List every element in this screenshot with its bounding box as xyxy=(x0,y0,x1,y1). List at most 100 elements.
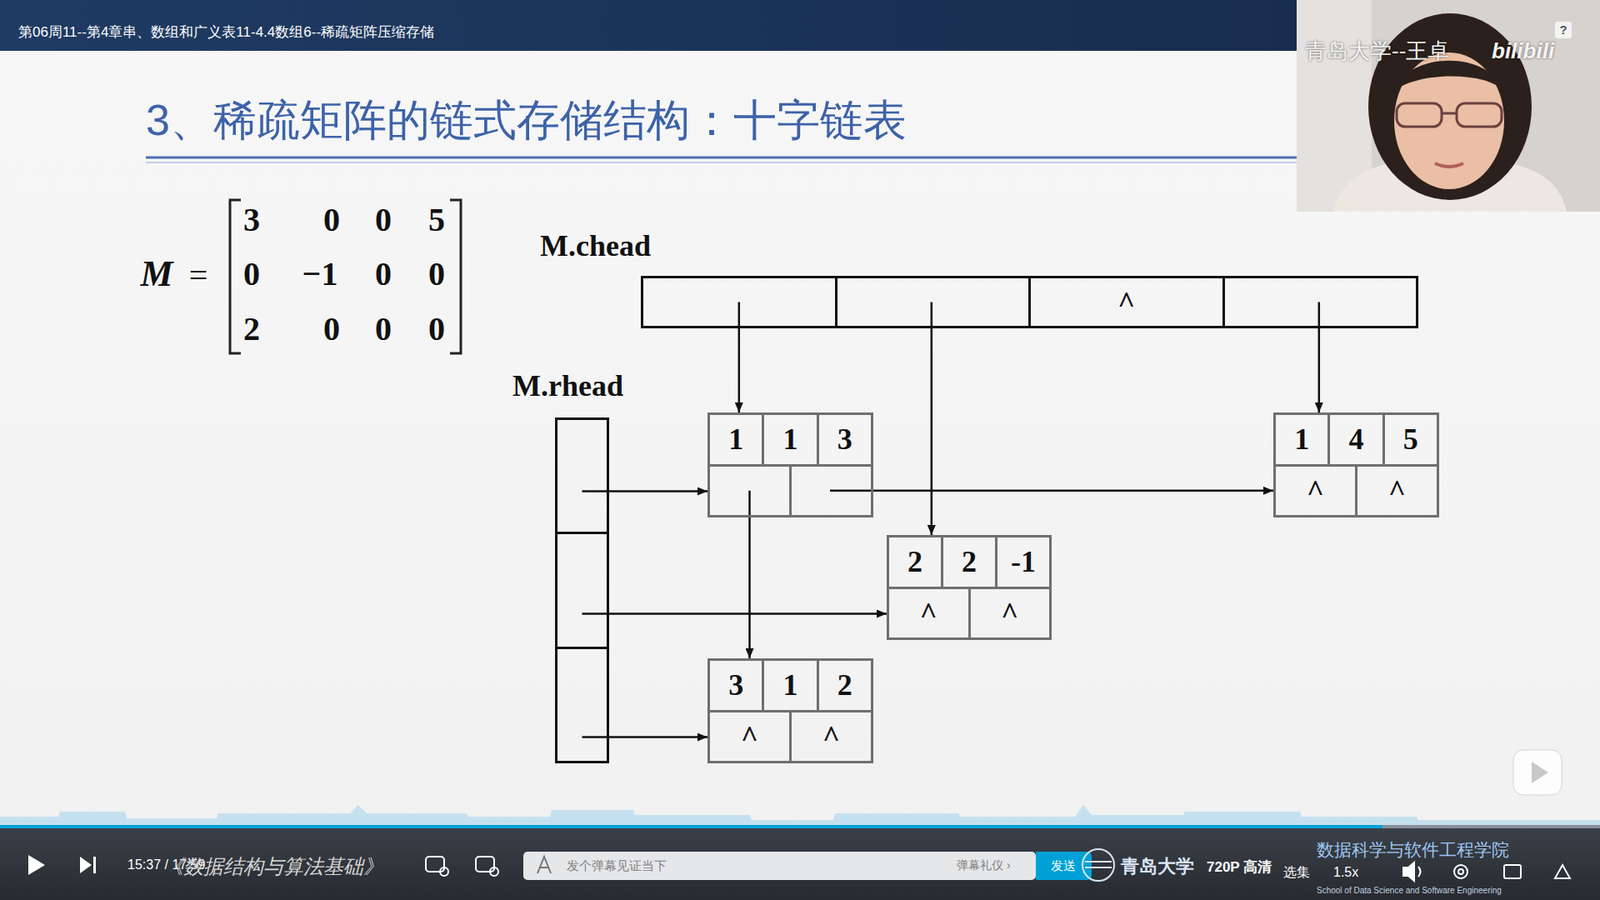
triple-value: 5 xyxy=(1403,421,1419,457)
data-cell: 1 xyxy=(1275,415,1328,465)
matrix-entry: 0 xyxy=(375,309,392,349)
null-pointer: ^ xyxy=(1388,473,1406,509)
speed-button: 1.5x xyxy=(1333,865,1359,880)
null-pointer: ^ xyxy=(1000,595,1019,631)
triple-value: 3 xyxy=(837,421,853,457)
progress-fill xyxy=(0,825,1383,829)
watermark: 青岛大学--王卓 xyxy=(1305,36,1450,66)
node-data-row: 3 1 2 xyxy=(710,660,871,710)
null-pointer: ^ xyxy=(822,719,840,755)
watermark: bilibili xyxy=(1491,38,1555,65)
pointer-cell: ^ xyxy=(1028,278,1223,326)
equals-sign: = xyxy=(189,255,209,295)
pointer-cell xyxy=(557,420,607,532)
waveform xyxy=(0,805,1600,825)
triple-node: 312^^ xyxy=(707,658,874,764)
data-cell: 5 xyxy=(1382,415,1437,465)
play-overlay xyxy=(1513,750,1562,795)
triple-value: 1 xyxy=(782,421,798,457)
pointer-cell: ^ xyxy=(889,589,969,639)
node-data-row: 1 4 5 xyxy=(1275,415,1437,465)
triple-node: 22-1^^ xyxy=(886,535,1052,640)
matrix-entry: 5 xyxy=(428,200,445,240)
matrix-bracket xyxy=(230,200,241,354)
matrix-entry: −1 xyxy=(302,254,339,294)
pointer-arrow xyxy=(582,612,888,615)
title-underline xyxy=(145,162,1297,164)
triple-node: 1 1 3 xyxy=(707,412,874,518)
matrix-entry: 3 xyxy=(243,200,260,240)
university-name: 青岛大学 xyxy=(1120,854,1195,880)
data-cell: 2 xyxy=(940,537,995,587)
player-icons xyxy=(1403,862,1570,881)
null-pointer: ^ xyxy=(740,719,759,755)
data-cell: 1 xyxy=(761,415,816,465)
slide-title: 3、稀疏矩阵的链式存储结构：十字链表 xyxy=(145,91,907,150)
matrix-entry: 2 xyxy=(243,309,260,349)
episode-button: 选集 xyxy=(1283,864,1310,882)
row-head-array: M.rhead xyxy=(555,417,610,764)
pointer-cell xyxy=(789,466,871,516)
node-pointer-row: ^^ xyxy=(889,586,1050,639)
pointer-arrow xyxy=(582,735,709,739)
data-cell: -1 xyxy=(995,537,1050,587)
triple-node: 145^^ xyxy=(1273,412,1440,518)
node-pointer-row: ^^ xyxy=(710,710,871,762)
triple-value: 4 xyxy=(1348,421,1364,457)
matrix-entry: 0 xyxy=(428,309,445,349)
next-icon xyxy=(80,856,92,874)
player-bar xyxy=(0,828,1600,900)
school-watermark: School of Data Science and Software Engi… xyxy=(1316,885,1502,895)
column-head-array: ^M.chead xyxy=(640,275,1419,329)
next-icon xyxy=(93,856,96,874)
node-data-row: 1 1 3 xyxy=(710,415,871,465)
triple-value: 2 xyxy=(837,667,853,703)
matrix-entry: 0 xyxy=(323,200,340,240)
pointer-arrow xyxy=(738,302,741,414)
array-heading: M.chead xyxy=(540,228,651,264)
quality-button: 720P 高清 xyxy=(1206,857,1272,877)
pointer-arrow xyxy=(1318,302,1321,414)
play-icon xyxy=(28,855,45,875)
title-underline xyxy=(145,156,1297,160)
array-heading: M.rhead xyxy=(512,368,624,404)
danmaku-icon xyxy=(425,856,499,876)
node-data-row: 22 -1 xyxy=(889,537,1050,587)
matrix-entry: 0 xyxy=(375,200,392,240)
danmaku-rules: 弹幕礼仪 › xyxy=(956,858,1011,874)
pointer-cell xyxy=(643,278,835,326)
webcam-figure xyxy=(1296,0,1600,212)
matrix-bracket xyxy=(450,200,461,354)
node-pointer-row xyxy=(710,464,871,516)
triple-value: 1 xyxy=(1294,421,1310,457)
matrix-entry: 0 xyxy=(375,254,392,294)
data-cell: 3 xyxy=(816,415,871,465)
triple-value: 2 xyxy=(961,544,977,580)
data-cell: 4 xyxy=(1327,415,1382,465)
danmaku-placeholder: 发个弹幕见证当下 xyxy=(566,858,667,875)
danmaku-input xyxy=(523,851,1036,880)
matrix-entry: 0 xyxy=(323,309,340,349)
matrix-entry: 0 xyxy=(428,254,445,294)
node-pointer-row: ^^ xyxy=(1275,464,1437,516)
data-cell: 2 xyxy=(816,660,871,710)
triple-value: 3 xyxy=(728,667,744,703)
null-pointer: ^ xyxy=(1117,285,1135,320)
triple-value: 1 xyxy=(782,667,798,703)
university-logo xyxy=(1082,849,1115,881)
null-pointer: ^ xyxy=(1306,473,1325,509)
pointer-arrow xyxy=(582,490,709,493)
pointer-cell: ^ xyxy=(1275,466,1355,516)
data-cell: 2 xyxy=(889,537,941,587)
triple-value: 1 xyxy=(728,421,744,457)
send-button-text: 发送 xyxy=(1050,858,1076,875)
pointer-cell xyxy=(1222,278,1417,326)
triple-value: -1 xyxy=(1010,544,1036,580)
video-title: 第06周11--第4章串、数组和广义表11-4.4数组6--稀疏矩阵压缩存储 xyxy=(18,22,435,42)
pointer-cell: ^ xyxy=(1355,466,1437,516)
null-pointer: ^ xyxy=(920,595,938,631)
pointer-cell xyxy=(710,466,790,516)
pointer-cell xyxy=(557,646,607,761)
